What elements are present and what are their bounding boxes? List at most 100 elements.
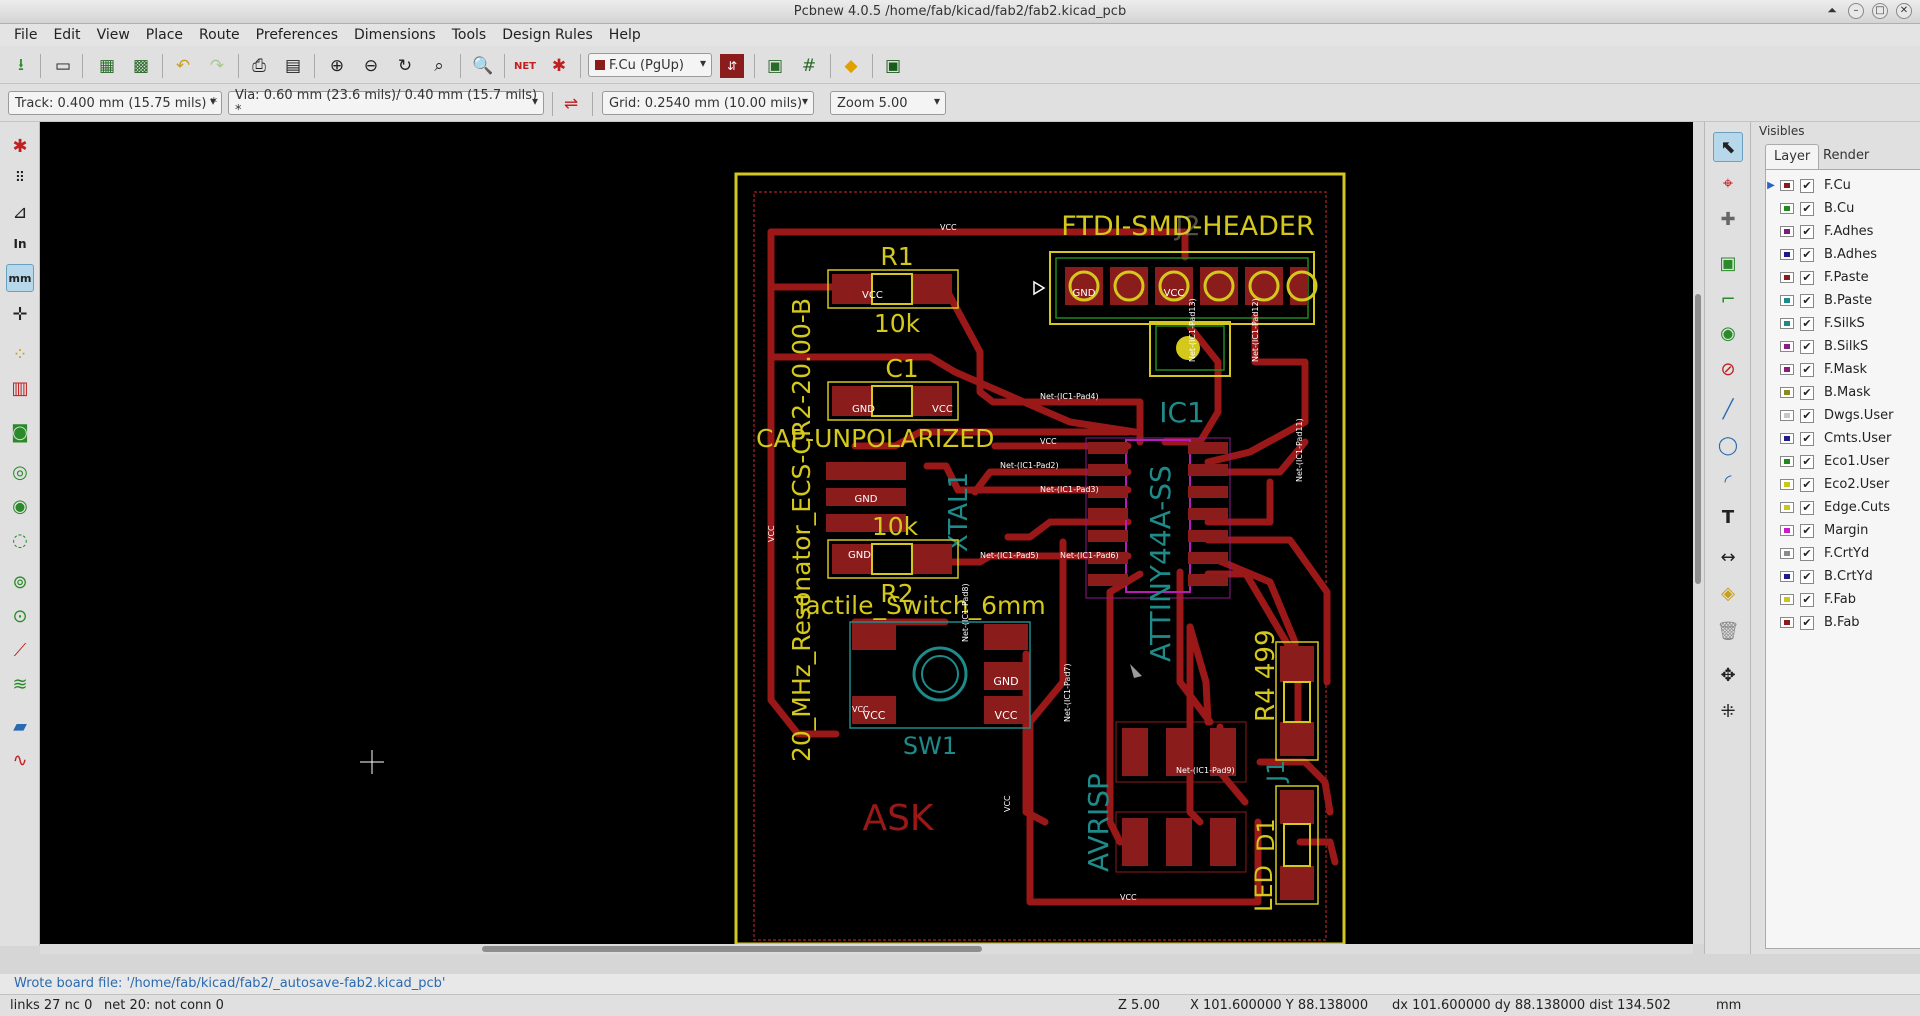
layer-visibility-checkbox[interactable]: ✔ [1800,270,1814,285]
highlight-net-icon[interactable]: ⌖ [1722,172,1734,194]
layer-row[interactable]: ✔ Eco2.User [1766,473,1920,496]
layer-color-swatch[interactable] [1780,318,1794,329]
layer-row[interactable]: ✔F.Mask [1766,358,1920,381]
scripting-console-icon[interactable]: ▣ [884,56,902,76]
layer-row[interactable]: ✔ B.Cu [1766,197,1920,220]
layer-row[interactable]: ✔F.SilkS [1766,312,1920,335]
layer-visibility-checkbox[interactable]: ✔ [1800,477,1814,492]
layer-color-swatch[interactable] [1780,433,1794,444]
layer-name[interactable]: F.Adhes [1824,224,1874,239]
local-ratsnest-icon[interactable]: ✚ [1720,208,1736,230]
footprint-viewer-icon[interactable]: ▩ [132,56,150,76]
page-settings-icon[interactable]: ▭ [54,56,72,76]
layer-visibility-checkbox[interactable]: ✔ [1800,247,1814,262]
layer-color-swatch[interactable] [1780,295,1794,306]
layer-name[interactable]: F.Fab [1824,592,1857,607]
track-width-select[interactable]: Track: 0.400 mm (15.75 mils) *▾ [8,91,222,115]
close-icon[interactable]: ✕ [1896,3,1912,19]
layer-visibility-checkbox[interactable]: ✔ [1800,316,1814,331]
layer-color-swatch[interactable] [1780,226,1794,237]
route-track-icon[interactable]: ⌐ [1720,288,1736,310]
layer-row[interactable]: ✔Eco1.User [1766,450,1920,473]
layer-color-swatch[interactable] [1780,387,1794,398]
layer-visibility-checkbox[interactable]: ✔ [1800,178,1814,193]
drc-off-icon[interactable]: ✱ [12,135,28,157]
layer-row[interactable]: ✔ F.Fab [1766,588,1920,611]
layer-name[interactable]: Dwgs.User [1824,408,1894,423]
track-sketch-icon[interactable]: ⟋ [13,639,27,661]
menu-tools[interactable]: Tools [451,27,487,43]
zoom-fit-icon[interactable]: ⌕ [434,56,444,76]
layer-color-swatch[interactable] [1780,594,1794,605]
horizontal-scrollbar[interactable] [40,944,1693,954]
layer-name[interactable]: Eco2.User [1824,477,1890,492]
layer-visibility-checkbox[interactable]: ✔ [1800,592,1814,607]
layer-color-swatch[interactable] [1780,249,1794,260]
add-line-icon[interactable]: ╱ [1722,398,1734,420]
module-ratsnest-icon[interactable]: ▥ [11,377,29,399]
layer-color-swatch[interactable] [1780,456,1794,467]
layer-row[interactable]: ✔Dwgs.User [1766,404,1920,427]
via-sketch-icon[interactable]: ⊙ [12,605,28,627]
layer-row[interactable]: ✔B.Paste [1766,289,1920,312]
layer-visibility-checkbox[interactable]: ✔ [1800,224,1814,239]
zone-fill-icon[interactable]: ◉ [12,495,28,517]
add-via-icon[interactable]: ◉ [1720,322,1736,344]
find-icon[interactable]: 🔍 [472,56,494,76]
layer-name[interactable]: F.CrtYd [1824,546,1870,561]
grid-select[interactable]: Grid: 0.2540 mm (10.00 mils)▾ [602,91,814,115]
layer-color-swatch[interactable] [1780,548,1794,559]
layer-visibility-checkbox[interactable]: ✔ [1800,201,1814,216]
autoplace-icon[interactable]: ◆ [844,56,858,76]
layer-color-swatch[interactable] [1780,410,1794,421]
footprint-mode-icon[interactable]: ▣ [766,56,784,76]
layer-visibility-checkbox[interactable]: ✔ [1800,523,1814,538]
zone-outline-icon[interactable]: ◎ [12,461,28,483]
layer-color-swatch[interactable] [1780,525,1794,536]
zoom-select[interactable]: Zoom 5.00▾ [830,91,946,115]
grid-origin-icon[interactable]: ⁜ [1720,700,1736,722]
delete-icon[interactable]: 🗑 [1716,620,1740,642]
layer-row[interactable]: ✔ B.CrtYd [1766,565,1920,588]
layer-name[interactable]: F.Cu [1824,178,1851,193]
roll-up-icon[interactable]: ⏶ [1827,3,1837,17]
layer-pair-icon[interactable]: ⇵ [720,54,744,78]
add-arc-icon[interactable]: ◜ [1724,470,1732,492]
layer-row[interactable]: ✔B.SilkS [1766,335,1920,358]
layer-row[interactable]: ✔ Margin [1766,519,1920,542]
set-origin-icon[interactable]: ✥ [1720,664,1736,686]
menu-preferences[interactable]: Preferences [255,27,339,43]
zone-sketch-icon[interactable]: ◌ [12,529,28,551]
layer-color-swatch[interactable] [1780,180,1794,191]
layer-name[interactable]: B.CrtYd [1824,569,1873,584]
layer-row[interactable]: ✔B.Mask [1766,381,1920,404]
layer-visibility-checkbox[interactable]: ✔ [1800,569,1814,584]
add-keepout-icon[interactable]: ⊘ [1720,358,1736,380]
resonator-xtal1[interactable] [826,462,906,532]
layer-row[interactable]: ✔F.Paste [1766,266,1920,289]
menu-file[interactable]: File [14,27,38,43]
layer-visibility-checkbox[interactable]: ✔ [1800,293,1814,308]
layer-name[interactable]: Margin [1824,523,1869,538]
microwave-tools-icon[interactable]: ∿ [12,749,28,771]
menu-dimensions[interactable]: Dimensions [354,27,436,43]
vertical-scrollbar[interactable] [1693,122,1704,944]
layer-visibility-checkbox[interactable]: ✔ [1800,500,1814,515]
menu-route[interactable]: Route [199,27,240,43]
ftdi-header-j2[interactable]: GND VCC [1033,251,1318,377]
ic1-attiny44[interactable] [1085,437,1231,599]
minimize-icon[interactable]: – [1848,3,1864,19]
maximize-icon[interactable]: □ [1872,3,1888,19]
layer-visibility-checkbox[interactable]: ✔ [1800,546,1814,561]
redraw-icon[interactable]: ↻ [397,56,413,76]
layer-name[interactable]: B.Cu [1824,201,1855,216]
capacitor-c1[interactable]: GND VCC [827,381,959,421]
units-inch-icon[interactable]: In [13,237,27,251]
layer-row[interactable]: ✔Edge.Cuts [1766,496,1920,519]
menu-help[interactable]: Help [608,27,641,43]
layer-visibility-checkbox[interactable]: ✔ [1800,362,1814,377]
tactile-switch-sw1[interactable]: VCC GND VCC [849,621,1031,729]
layer-name[interactable]: B.Adhes [1824,247,1877,262]
zoom-in-icon[interactable]: ⊕ [329,56,345,76]
undo-icon[interactable]: ↶ [175,56,191,76]
